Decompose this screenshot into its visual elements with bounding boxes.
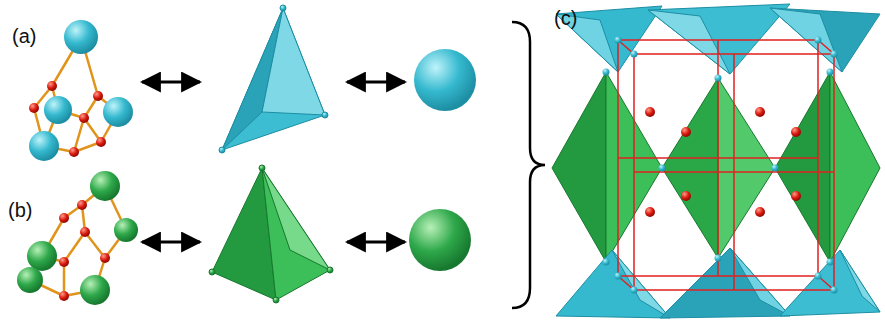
green-cluster [30, 186, 126, 296]
cell-atoms [603, 37, 838, 294]
double-arrow [347, 81, 405, 84]
panel-label: (c) [554, 8, 577, 28]
cyan-sphere [414, 49, 476, 111]
double-arrow [142, 241, 200, 244]
green-sphere [409, 209, 471, 271]
panel-label: (b) [8, 200, 32, 220]
curly-bracket [512, 22, 545, 308]
cyan-atoms [29, 20, 133, 161]
double-arrow [347, 241, 405, 244]
cyan-tetrahedron [219, 5, 328, 153]
unit-cell [618, 40, 834, 290]
panel-label: (a) [12, 26, 36, 46]
green-atoms [17, 171, 138, 305]
double-arrow [142, 81, 200, 84]
green-pyramid [209, 165, 333, 303]
crystal-structure [552, 4, 880, 318]
